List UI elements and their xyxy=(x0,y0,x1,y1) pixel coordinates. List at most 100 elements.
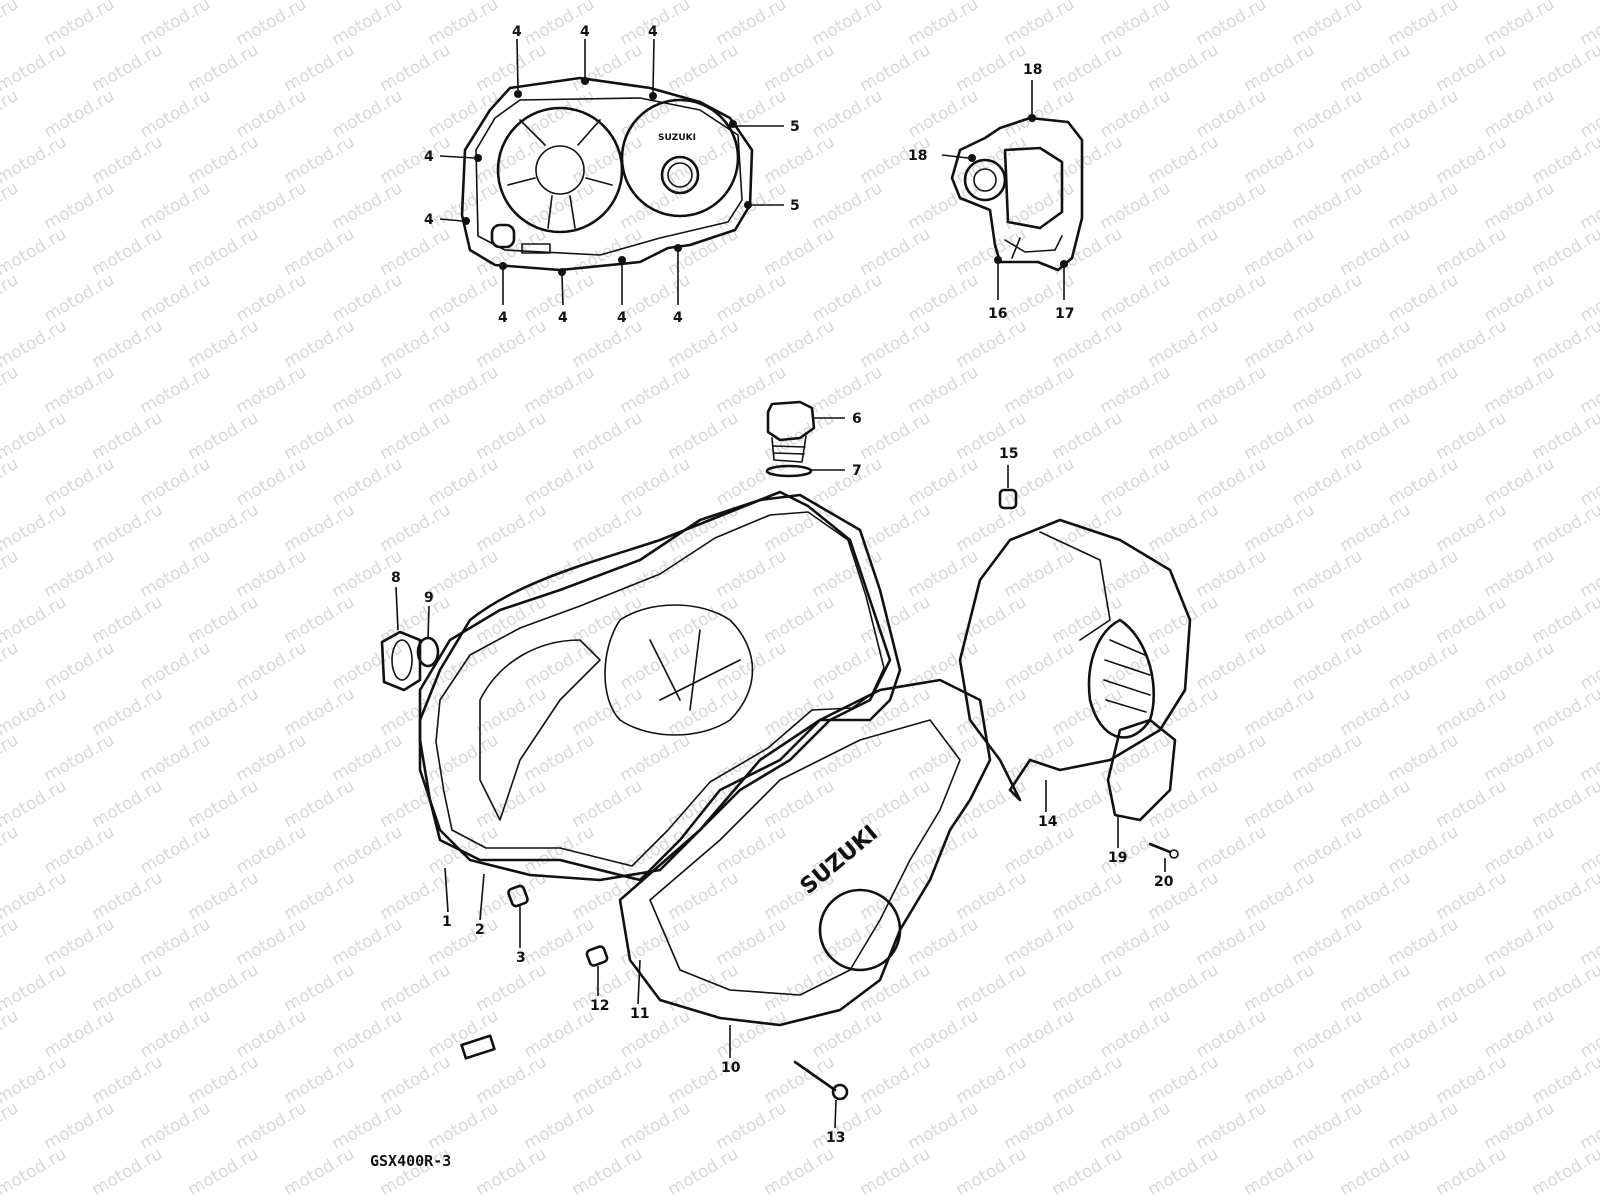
watermark-text: motod.ru xyxy=(473,960,551,1016)
watermark-text: motod.ru xyxy=(1049,684,1127,740)
watermark-text: motod.ru xyxy=(1481,362,1559,418)
watermark-text: motod.ru xyxy=(1481,914,1559,970)
watermark-text: motod.ru xyxy=(1529,1144,1600,1200)
watermark-text: motod.ru xyxy=(185,40,263,96)
watermark-text: motod.ru xyxy=(1481,178,1559,234)
watermark-text: motod.ru xyxy=(329,1098,407,1154)
watermark-text: motod.ru xyxy=(1529,500,1600,556)
watermark-text: motod.ru xyxy=(137,86,215,142)
watermark-text: motod.ru xyxy=(1529,408,1600,464)
watermark-text: motod.ru xyxy=(1529,776,1600,832)
watermark-text: motod.ru xyxy=(1049,592,1127,648)
part-label-16: 16 xyxy=(988,306,1007,322)
watermark-text: motod.ru xyxy=(89,500,167,556)
part-label-13: 13 xyxy=(826,1130,845,1146)
watermark-text: motod.ru xyxy=(185,1052,263,1108)
watermark-text: motod.ru xyxy=(713,1006,791,1062)
watermark-text: motod.ru xyxy=(1001,0,1079,50)
part-label-18b: 18 xyxy=(908,148,927,164)
watermark-text: motod.ru xyxy=(1289,270,1367,326)
watermark-text: motod.ru xyxy=(1049,776,1127,832)
watermark-text: motod.ru xyxy=(1337,40,1415,96)
watermark-text: motod.ru xyxy=(1481,730,1559,786)
watermark-text: motod.ru xyxy=(89,1052,167,1108)
watermark-text: motod.ru xyxy=(1193,822,1271,878)
watermark-text: motod.ru xyxy=(281,224,359,280)
watermark-text: motod.ru xyxy=(1145,408,1223,464)
watermark-text: motod.ru xyxy=(1433,868,1511,924)
watermark-text: motod.ru xyxy=(425,362,503,418)
watermark-text: motod.ru xyxy=(905,362,983,418)
watermark-text: motod.ru xyxy=(281,868,359,924)
watermark-text: motod.ru xyxy=(713,822,791,878)
watermark-text: motod.ru xyxy=(473,408,551,464)
watermark-text: motod.ru xyxy=(1433,1144,1511,1200)
watermark-text: motod.ru xyxy=(137,730,215,786)
watermark-text: motod.ru xyxy=(185,868,263,924)
watermark-text: motod.ru xyxy=(905,178,983,234)
watermark-text: motod.ru xyxy=(281,132,359,188)
watermark-text: motod.ru xyxy=(905,546,983,602)
watermark-text: motod.ru xyxy=(1241,1144,1319,1200)
watermark-text: motod.ru xyxy=(1433,224,1511,280)
watermark-text: motod.ru xyxy=(1289,914,1367,970)
part-label-3: 3 xyxy=(516,950,526,966)
watermark-text: motod.ru xyxy=(1193,914,1271,970)
watermark-text: motod.ru xyxy=(905,638,983,694)
watermark-text: motod.ru xyxy=(281,500,359,556)
watermark-text: motod.ru xyxy=(137,454,215,510)
watermark-text: motod.ru xyxy=(377,960,455,1016)
part-label-4c: 4 xyxy=(648,24,658,40)
watermark-text: motod.ru xyxy=(1289,638,1367,694)
watermark-text: motod.ru xyxy=(0,822,22,878)
watermark-text: motod.ru xyxy=(1385,178,1463,234)
part-label-2: 2 xyxy=(475,922,485,938)
watermark-text: motod.ru xyxy=(1241,316,1319,372)
watermark-text: motod.ru xyxy=(1337,960,1415,1016)
watermark-text: motod.ru xyxy=(809,1098,887,1154)
watermark-text: motod.ru xyxy=(521,1098,599,1154)
watermark-text: motod.ru xyxy=(1145,132,1223,188)
watermark-text: motod.ru xyxy=(0,730,22,786)
watermark-text: motod.ru xyxy=(1433,408,1511,464)
watermark-text: motod.ru xyxy=(137,362,215,418)
watermark-text: motod.ru xyxy=(1049,868,1127,924)
watermark-text: motod.ru xyxy=(1337,1144,1415,1200)
watermark-text: motod.ru xyxy=(1193,1098,1271,1154)
watermark-text: motod.ru xyxy=(857,684,935,740)
watermark-text: motod.ru xyxy=(377,40,455,96)
watermark-text: motod.ru xyxy=(809,0,887,50)
watermark-text: motod.ru xyxy=(1049,1144,1127,1200)
watermark-text: motod.ru xyxy=(0,270,22,326)
watermark-text: motod.ru xyxy=(89,1144,167,1200)
watermark-text: motod.ru xyxy=(41,0,119,50)
watermark-text: motod.ru xyxy=(1097,270,1175,326)
watermark-text: motod.ru xyxy=(1001,1006,1079,1062)
watermark-text: motod.ru xyxy=(1193,178,1271,234)
watermark-text: motod.ru xyxy=(1385,546,1463,602)
watermark-text: motod.ru xyxy=(137,546,215,602)
watermark-text: motod.ru xyxy=(233,638,311,694)
watermark-text: motod.ru xyxy=(1385,454,1463,510)
part-label-11: 11 xyxy=(630,1006,649,1022)
watermark-text: motod.ru xyxy=(0,454,22,510)
watermark-text: motod.ru xyxy=(1433,684,1511,740)
watermark-text: motod.ru xyxy=(1529,960,1600,1016)
small-cover-19 xyxy=(1106,718,1177,822)
watermark-text: motod.ru xyxy=(665,1144,743,1200)
watermark-text: motod.ru xyxy=(89,592,167,648)
watermark-text: motod.ru xyxy=(41,362,119,418)
watermark-text: motod.ru xyxy=(857,316,935,372)
watermark-text: motod.ru xyxy=(281,408,359,464)
watermark-text: motod.ru xyxy=(1289,1098,1367,1154)
watermark-text: motod.ru xyxy=(1097,1006,1175,1062)
watermark-text: motod.ru xyxy=(0,546,22,602)
watermark-text: motod.ru xyxy=(137,914,215,970)
watermark-text: motod.ru xyxy=(377,224,455,280)
watermark-text: motod.ru xyxy=(809,270,887,326)
watermark-text: motod.ru xyxy=(713,0,791,50)
diagram-code: GSX400R-3 xyxy=(370,1152,451,1170)
watermark-text: motod.ru xyxy=(857,1144,935,1200)
watermark-text: motod.ru xyxy=(521,914,599,970)
watermark-text: motod.ru xyxy=(761,776,839,832)
